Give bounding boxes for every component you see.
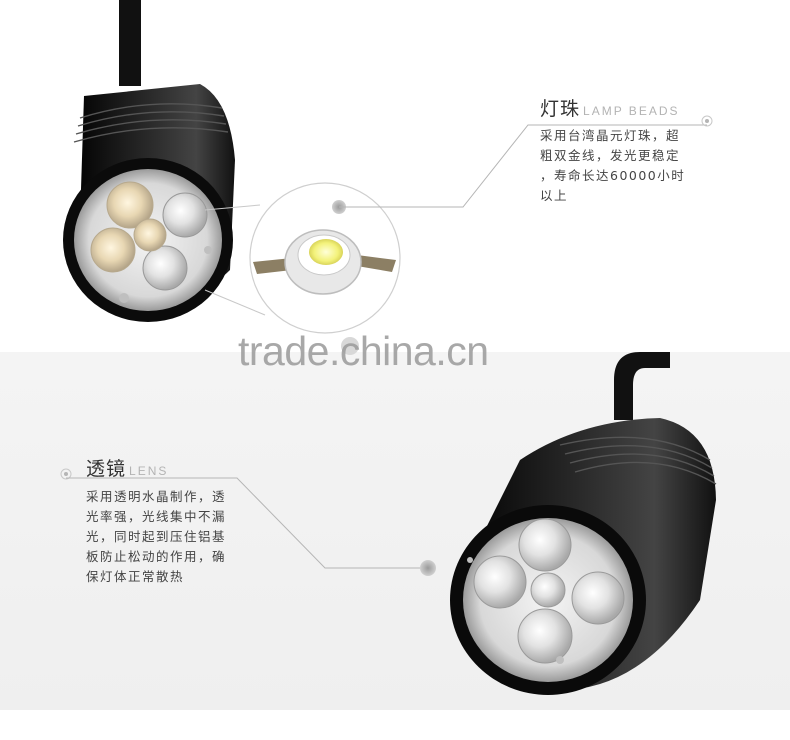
led-lead-right bbox=[357, 255, 396, 272]
lens-title-en: LENS bbox=[129, 464, 169, 478]
lens-line: 光，同时起到压住铝基 bbox=[86, 529, 227, 544]
led-chip bbox=[309, 239, 343, 265]
lens bbox=[106, 181, 154, 229]
lens bbox=[517, 608, 573, 664]
lens bbox=[142, 245, 188, 291]
lens bbox=[133, 218, 167, 252]
screw bbox=[556, 656, 564, 664]
beads-line: 粗双金线，发光更稳定 bbox=[540, 148, 681, 163]
beads-callout-line bbox=[339, 124, 707, 208]
footer-strip bbox=[0, 710, 790, 740]
lens bbox=[518, 518, 572, 572]
beads-title-zh: 灯珠 bbox=[540, 98, 581, 120]
beads-description: 采用台湾晶元灯珠，超 粗双金线，发光更稳定 ，寿命长达60000小时 以上 bbox=[540, 126, 685, 206]
lens bbox=[530, 572, 566, 608]
led-lead-left bbox=[253, 258, 292, 274]
beads-line: 采用台湾晶元灯珠，超 bbox=[540, 128, 681, 143]
screw bbox=[204, 246, 212, 254]
lens-line: 板防止松动的作用，确 bbox=[86, 549, 227, 564]
lamp-bottom-right bbox=[450, 352, 717, 695]
lens-line: 光率强，光线集中不漏 bbox=[86, 509, 227, 524]
lamp-stem bbox=[614, 352, 670, 420]
lens-line: 采用透明水晶制作，透 bbox=[86, 489, 227, 504]
beads-line: 以上 bbox=[540, 188, 569, 203]
lens-callout-line bbox=[66, 477, 428, 569]
lamp-top-left bbox=[63, 0, 235, 322]
lens-line: 保灯体正常散热 bbox=[86, 569, 185, 584]
led-bead-zoom bbox=[249, 182, 401, 334]
lens-description: 采用透明水晶制作，透 光率强，光线集中不漏 光，同时起到压住铝基 板防止松动的作… bbox=[86, 487, 226, 587]
beads-title-en: LAMP BEADS bbox=[583, 104, 680, 118]
screw bbox=[119, 293, 129, 303]
screw bbox=[467, 557, 473, 563]
watermark: trade.china.cn bbox=[238, 328, 489, 374]
lens bbox=[571, 571, 625, 625]
lamp-stem bbox=[119, 0, 141, 86]
lens-marker bbox=[420, 560, 436, 576]
lens-title-zh: 透镜 bbox=[86, 458, 127, 480]
lens bbox=[162, 192, 208, 238]
lens bbox=[473, 555, 527, 609]
beads-line: ，寿命长达60000小时 bbox=[540, 168, 686, 183]
lens bbox=[90, 227, 136, 273]
